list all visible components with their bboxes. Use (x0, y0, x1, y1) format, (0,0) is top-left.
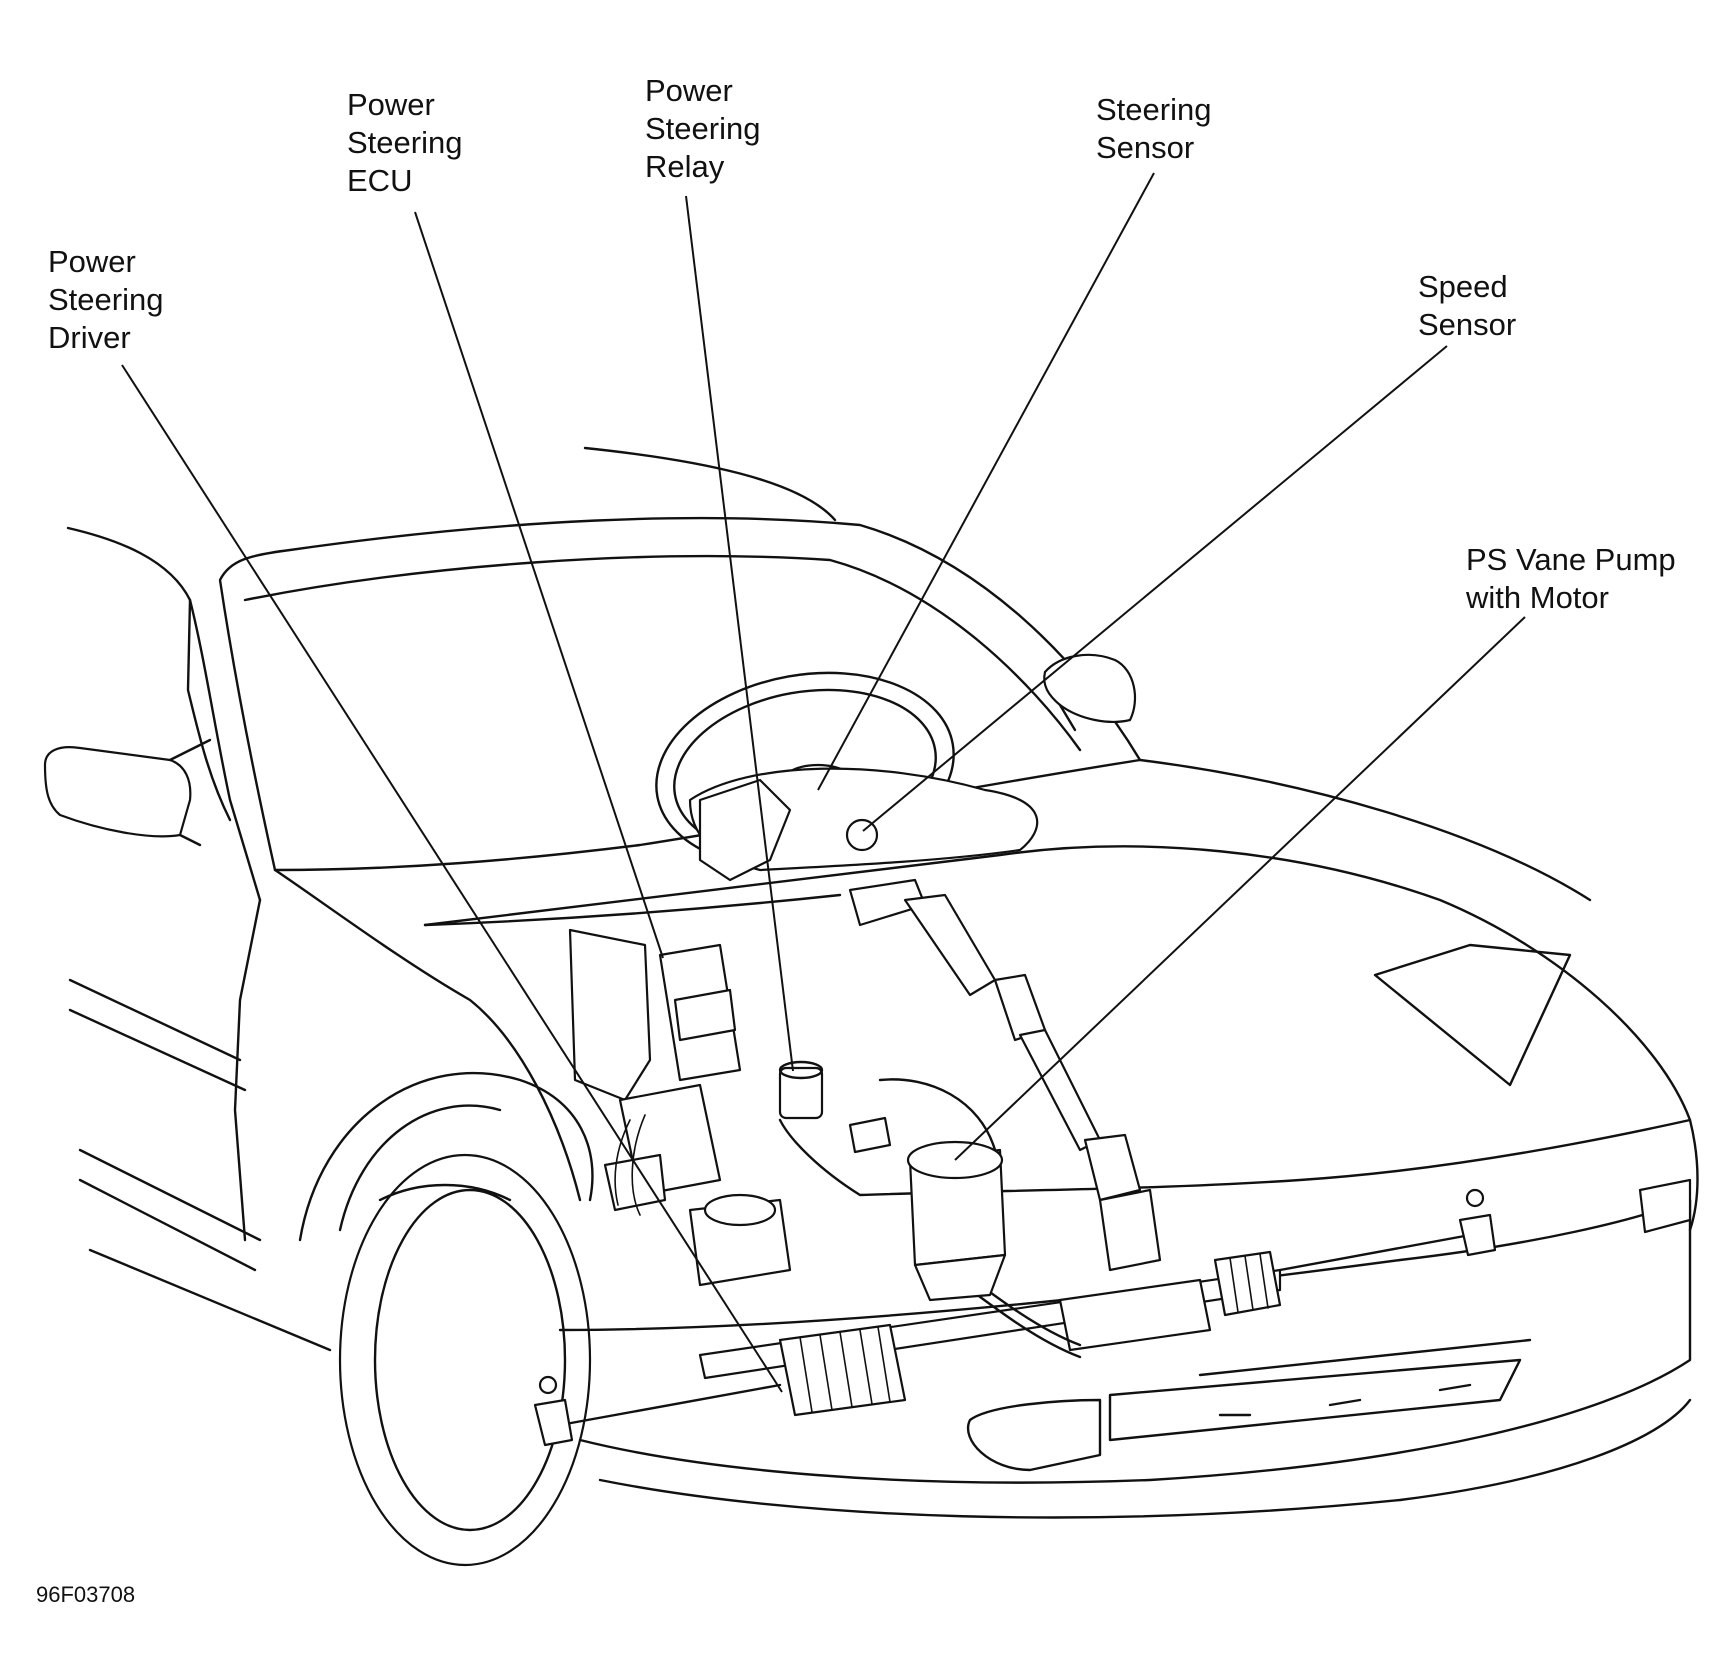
driver-wiring (614, 1114, 646, 1216)
label-speed-sensor: Speed Sensor (1418, 269, 1517, 342)
tire-tread (378, 1183, 512, 1202)
ecu-bracket (568, 928, 652, 1102)
body-side-line-4 (78, 1178, 257, 1272)
door-window (186, 598, 232, 822)
left-mirror-mount (168, 738, 212, 847)
pump-connector (848, 1116, 892, 1154)
rack-housing-center (1058, 1278, 1212, 1352)
leader-ecu (414, 211, 664, 959)
door-edge (233, 898, 262, 1242)
speed-sensor-body (845, 818, 879, 852)
leader-vane-pump (954, 616, 1526, 1161)
relay-body (778, 1066, 824, 1120)
label-ps-vane-pump: PS Vane Pump with Motor (1466, 542, 1676, 615)
turn-signal-right (1638, 1178, 1692, 1234)
driver-bracket (603, 1153, 667, 1212)
body-side-line-2 (68, 1008, 247, 1092)
right-mirror-mount (1058, 703, 1077, 732)
universal-joint-lower (1083, 1133, 1142, 1202)
a-pillar (66, 526, 262, 902)
rack-boot-right-ribs (1229, 1253, 1269, 1313)
label-power-steering-relay: Power Steering Relay (645, 73, 761, 184)
label-power-steering-driver: Power Steering Driver (48, 244, 164, 355)
wheel-arch-outer (298, 1071, 594, 1242)
pinion-housing (1098, 1188, 1162, 1272)
column-shaft (903, 893, 997, 997)
body-side-line-1 (68, 978, 242, 1062)
wheel-arch-inner (338, 1104, 502, 1232)
rack-boot-right (1213, 1250, 1282, 1317)
leader-relay (685, 195, 794, 1072)
sill-line (88, 1248, 332, 1352)
air-intake (1108, 1358, 1522, 1442)
fender-line (273, 868, 582, 1202)
pump-base (913, 1253, 1007, 1302)
bumper-lower-lip (598, 1398, 1692, 1519)
label-steering-sensor: Steering Sensor (1096, 92, 1212, 165)
right-mirror (1043, 653, 1137, 723)
ball-joint-left (538, 1375, 558, 1395)
ecu-connector (673, 988, 737, 1042)
bumper-side (1688, 1118, 1699, 1232)
tie-rod-right (1278, 1233, 1472, 1272)
bumper-face (578, 1198, 1692, 1484)
roof-line (583, 446, 837, 522)
leader-driver (121, 364, 783, 1393)
hood-outline (423, 845, 1692, 1197)
leader-speed-sensor (862, 345, 1448, 832)
fog-lamp-left (967, 1398, 1102, 1472)
hood-crease (1138, 758, 1592, 902)
rack-boot-left (778, 1323, 907, 1417)
intermediate-shaft (1018, 1028, 1102, 1152)
hood-vent (1373, 943, 1572, 1087)
label-power-steering-ecu: Power Steering ECU (347, 87, 463, 198)
windshield-inner (243, 554, 1082, 752)
left-mirror (43, 746, 192, 838)
leader-steering-sensor (817, 172, 1155, 791)
pump-reservoir-bracket (878, 1078, 997, 1152)
tie-rod-end-right (1458, 1213, 1497, 1257)
tie-rod-end-left (533, 1398, 574, 1447)
ball-joint-right (1465, 1188, 1485, 1208)
universal-joint-upper (993, 973, 1047, 1042)
relay-top (778, 1060, 824, 1080)
motor-top (703, 1193, 777, 1227)
grille-slot (1198, 1338, 1532, 1417)
body-side-line-3 (78, 1148, 262, 1242)
front-tire (338, 1153, 592, 1567)
rack-boot-left-ribs (799, 1326, 891, 1413)
windshield-frame (218, 516, 1142, 872)
front-tire-inner (373, 1188, 567, 1532)
figure-code: 96F03708 (36, 1582, 136, 1607)
tie-rod-left (558, 1383, 782, 1427)
